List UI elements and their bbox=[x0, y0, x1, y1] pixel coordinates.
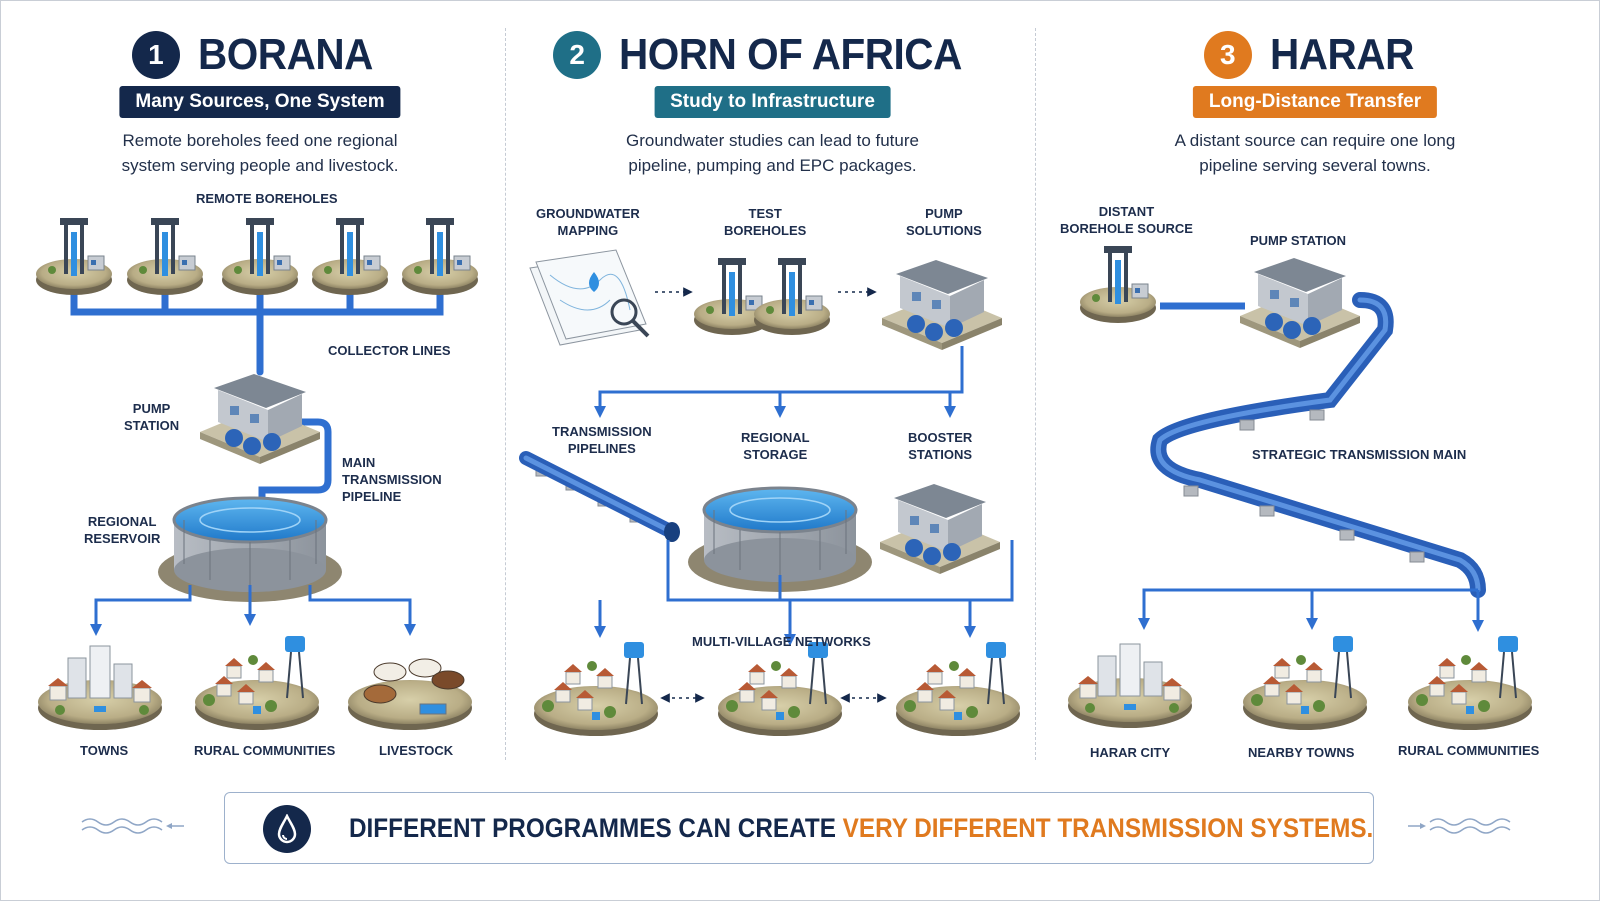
panel-subtitle: Many Sources, One System bbox=[119, 86, 401, 118]
label-line: GROUNDWATER bbox=[536, 206, 640, 221]
description-line: system serving people and livestock. bbox=[121, 156, 399, 175]
banner-text-part2: VERY DIFFERENT TRANSMISSION SYSTEMS. bbox=[842, 813, 1374, 843]
label-line: STATIONS bbox=[908, 447, 973, 462]
panel-header: 3 HARAR bbox=[1050, 30, 1580, 80]
step-number-badge: 3 bbox=[1203, 31, 1252, 79]
label-line: STORAGE bbox=[743, 447, 808, 462]
panel-borana: 1 BORANA Many Sources, One System Remote… bbox=[20, 0, 500, 790]
label-multi-village-networks: MULTI-VILLAGE NETWORKS bbox=[692, 634, 871, 649]
panel-subtitle: Study to Infrastructure bbox=[654, 86, 891, 118]
wave-decoration-right bbox=[1408, 818, 1511, 834]
label-harar-city: HARAR CITY bbox=[1090, 745, 1171, 760]
divider-right bbox=[1035, 28, 1036, 760]
label-line: REGIONAL bbox=[741, 430, 810, 445]
description-line: A distant source can require one long bbox=[1174, 131, 1456, 150]
label-distant-borehole-source: DISTANT BOREHOLE SOURCE bbox=[1060, 203, 1193, 237]
divider-left bbox=[505, 28, 506, 760]
label-line: TEST bbox=[748, 206, 782, 221]
label-line: REGIONAL bbox=[87, 514, 157, 529]
step-number-badge: 1 bbox=[131, 31, 180, 79]
label-pump-station: PUMP STATION bbox=[124, 400, 179, 434]
label-rural-communities: RURAL COMMUNITIES bbox=[194, 743, 336, 758]
label-test-boreholes: TEST BOREHOLES bbox=[724, 205, 806, 239]
label-rural-communities: RURAL COMMUNITIES bbox=[1398, 743, 1540, 758]
label-regional-storage: REGIONAL STORAGE bbox=[741, 429, 810, 463]
label-line: DISTANT bbox=[1098, 204, 1155, 219]
label-line: SOLUTIONS bbox=[906, 223, 982, 238]
panel-description: Groundwater studies can lead to future p… bbox=[520, 128, 1025, 178]
label-regional-reservoir: REGIONAL RESERVOIR bbox=[84, 513, 160, 547]
panel-title: BORANA bbox=[197, 30, 373, 79]
label-towns: TOWNS bbox=[80, 743, 129, 758]
label-groundwater-mapping: GROUNDWATER MAPPING bbox=[536, 205, 640, 239]
wave-decoration-left bbox=[81, 818, 184, 834]
label-line: PUMP bbox=[132, 401, 171, 416]
label-pump-solutions: PUMP SOLUTIONS bbox=[906, 205, 982, 239]
label-line: PUMP bbox=[925, 206, 963, 221]
panel-harar: 3 HARAR Long-Distance Transfer A distant… bbox=[1050, 0, 1580, 790]
label-line: RESERVOIR bbox=[84, 531, 161, 546]
panel-header: 2 HORN OF AFRICA bbox=[520, 30, 1025, 80]
label-nearby-towns: NEARBY TOWNS bbox=[1248, 745, 1355, 760]
label-line: MAIN bbox=[342, 455, 376, 470]
panel-header: 1 BORANA bbox=[20, 30, 500, 80]
infographic-artwork bbox=[35, 217, 1533, 737]
panel-subtitle: Long-Distance Transfer bbox=[1192, 86, 1438, 118]
label-main-transmission: MAIN TRANSMISSION PIPELINE bbox=[342, 454, 442, 505]
label-line: BOOSTER bbox=[908, 430, 973, 445]
label-line: PIPELINES bbox=[567, 441, 636, 456]
water-drop-icon bbox=[263, 805, 311, 853]
panel-description: Remote boreholes feed one regional syste… bbox=[20, 128, 500, 178]
label-line: BOREHOLES bbox=[724, 223, 807, 238]
panel-title: HARAR bbox=[1269, 30, 1414, 79]
description-line: Groundwater studies can lead to future bbox=[626, 131, 919, 150]
label-booster-stations: BOOSTER STATIONS bbox=[908, 429, 972, 463]
panel-horn-of-africa: 2 HORN OF AFRICA Study to Infrastructure… bbox=[520, 0, 1025, 790]
label-line: STATION bbox=[124, 418, 180, 433]
step-number-badge: 2 bbox=[553, 31, 602, 79]
label-strategic-transmission-main: STRATEGIC TRANSMISSION MAIN bbox=[1252, 447, 1467, 462]
panel-title: HORN OF AFRICA bbox=[619, 30, 963, 79]
description-line: Remote boreholes feed one regional bbox=[122, 131, 398, 150]
label-collector-lines: COLLECTOR LINES bbox=[328, 343, 451, 358]
banner-text: DIFFERENT PROGRAMMES CAN CREATE VERY DIF… bbox=[349, 813, 1373, 844]
panel-description: A distant source can require one long pi… bbox=[1050, 128, 1580, 178]
description-line: pipeline, pumping and EPC packages. bbox=[628, 156, 917, 175]
description-line: pipeline serving several towns. bbox=[1199, 156, 1431, 175]
label-line: TRANSMISSION bbox=[552, 424, 652, 439]
label-livestock: LIVESTOCK bbox=[379, 743, 454, 758]
label-pump-station: PUMP STATION bbox=[1250, 233, 1347, 248]
label-line: PIPELINE bbox=[342, 489, 402, 504]
banner-text-part1: DIFFERENT PROGRAMMES CAN CREATE bbox=[349, 813, 843, 843]
label-remote-boreholes: REMOTE BOREHOLES bbox=[196, 191, 338, 206]
label-transmission-pipelines: TRANSMISSION PIPELINES bbox=[552, 423, 652, 457]
label-line: MAPPING bbox=[557, 223, 619, 238]
label-line: BOREHOLE SOURCE bbox=[1060, 221, 1193, 236]
label-line: TRANSMISSION bbox=[342, 472, 442, 487]
summary-banner: DIFFERENT PROGRAMMES CAN CREATE VERY DIF… bbox=[224, 792, 1374, 864]
